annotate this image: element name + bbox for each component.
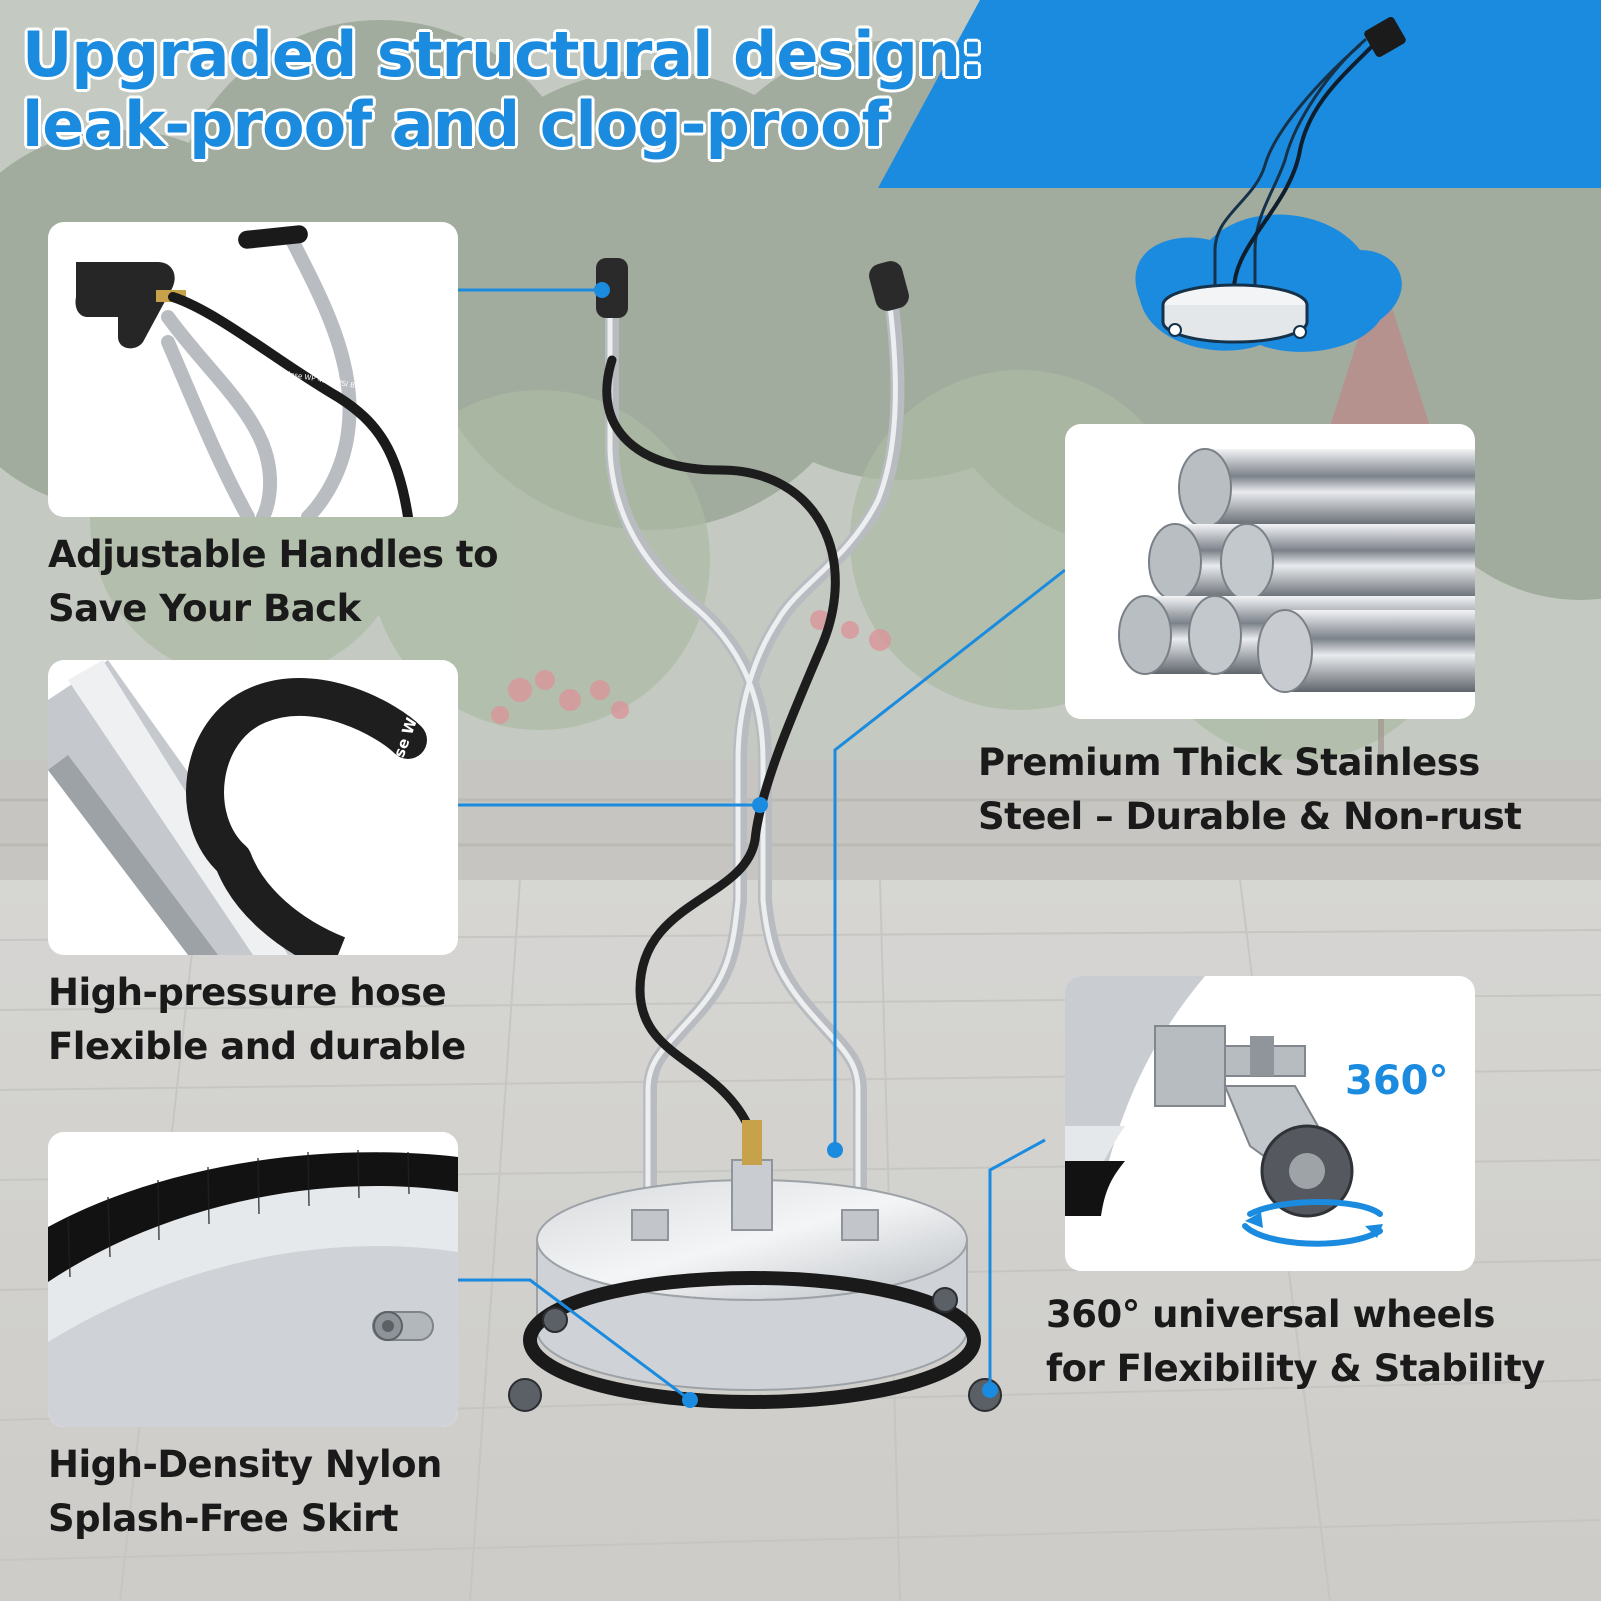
caption-nylon-skirt-line-2: Splash-Free Skirt	[48, 1497, 399, 1540]
rotation-label: 360°	[1345, 1058, 1449, 1104]
caption-high-pressure-hose: High-pressure hose Flexible and durable	[48, 966, 466, 1074]
callout-dot-icon	[752, 797, 768, 813]
caption-adjustable-handles-line-2: Save Your Back	[48, 587, 361, 630]
wheel-closeup-image: 360°	[1065, 976, 1449, 1247]
panel-nylon-skirt	[48, 1132, 458, 1427]
hose-closeup-image: Pressure Hose WP 4500	[48, 660, 441, 955]
caption-universal-wheels-line-2: for Flexibility & Stability	[1046, 1347, 1545, 1390]
caption-high-pressure-hose-line-1: High-pressure hose	[48, 971, 447, 1014]
mini-surface-cleaner-illustration	[1161, 38, 1380, 344]
skirt-closeup-image	[48, 1132, 458, 1427]
caption-stainless-steel-line-2: Steel – Durable & Non-rust	[978, 795, 1522, 838]
caption-universal-wheels-line-1: 360° universal wheels	[1046, 1293, 1495, 1336]
caption-adjustable-handles: Adjustable Handles to Save Your Back	[48, 528, 499, 636]
panel-adjustable-handles: Pressure Hose WP 4500 PSI BP 12000 PSI M…	[48, 222, 458, 517]
callout-dot-icon	[827, 1142, 843, 1158]
hose-print-closeup: Pressure Hose WP 4500	[355, 661, 441, 857]
panel-stainless-steel	[1065, 424, 1475, 719]
callout-dot-icon	[982, 1382, 998, 1398]
caption-nylon-skirt: High-Density Nylon Splash-Free Skirt	[48, 1438, 442, 1546]
caption-stainless-steel: Premium Thick Stainless Steel – Durable …	[978, 736, 1522, 844]
steel-rods-image	[1118, 448, 1475, 693]
panel-universal-wheels: 360°	[1065, 976, 1475, 1271]
caption-universal-wheels: 360° universal wheels for Flexibility & …	[1046, 1288, 1545, 1396]
handle-closeup-image: Pressure Hose WP 4500 PSI BP 12000 PSI M…	[75, 225, 436, 517]
rotate-arrows-icon	[1242, 1199, 1383, 1247]
callout-dot-icon	[594, 282, 610, 298]
right-grip	[869, 261, 909, 311]
callout-dot-icon	[682, 1392, 698, 1408]
caption-high-pressure-hose-line-2: Flexible and durable	[48, 1025, 466, 1068]
caption-stainless-steel-line-1: Premium Thick Stainless	[978, 741, 1480, 784]
left-grip	[596, 258, 628, 318]
headline: Upgraded structural design: leak-proof a…	[22, 18, 985, 161]
blue-banner	[878, 0, 1601, 352]
hose	[602, 355, 840, 1205]
panel-high-pressure-hose: Pressure Hose WP 4500	[48, 660, 458, 955]
caption-nylon-skirt-line-1: High-Density Nylon	[48, 1443, 442, 1486]
nylon-skirt	[523, 1271, 981, 1409]
caption-adjustable-handles-line-1: Adjustable Handles to	[48, 533, 499, 576]
headline-line-1: Upgraded structural design:	[22, 18, 985, 91]
headline-line-2: leak-proof and clog-proof	[22, 88, 889, 161]
